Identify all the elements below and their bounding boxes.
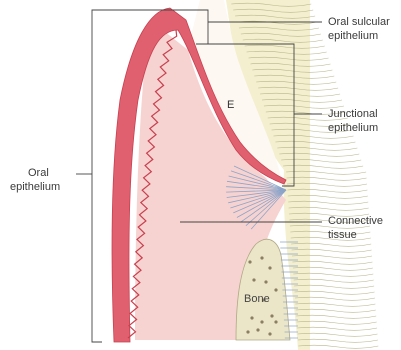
bone-speckle (246, 330, 249, 333)
enamel-label: E (227, 99, 234, 111)
oral-epithelium-label: Oral epithelium (10, 167, 60, 193)
bone-speckle (260, 320, 263, 323)
bone-speckle (274, 320, 277, 323)
bone-speckle (252, 278, 255, 281)
bone-speckle (256, 328, 259, 331)
bone-speckle (270, 314, 273, 317)
bone-label: Bone (244, 293, 270, 305)
oral-sulcular-label: Oral sulcular epithelium (328, 16, 393, 42)
junctional-label: Junctional epithelium (328, 108, 381, 134)
bone-speckle (264, 280, 267, 283)
bone-speckle (250, 316, 253, 319)
tooth-striation (298, 345, 378, 348)
bone-speckle (268, 332, 271, 335)
bone-speckle (268, 266, 271, 269)
bone-speckle (248, 260, 251, 263)
bone-speckle (260, 256, 263, 259)
bone-speckle (274, 288, 277, 291)
